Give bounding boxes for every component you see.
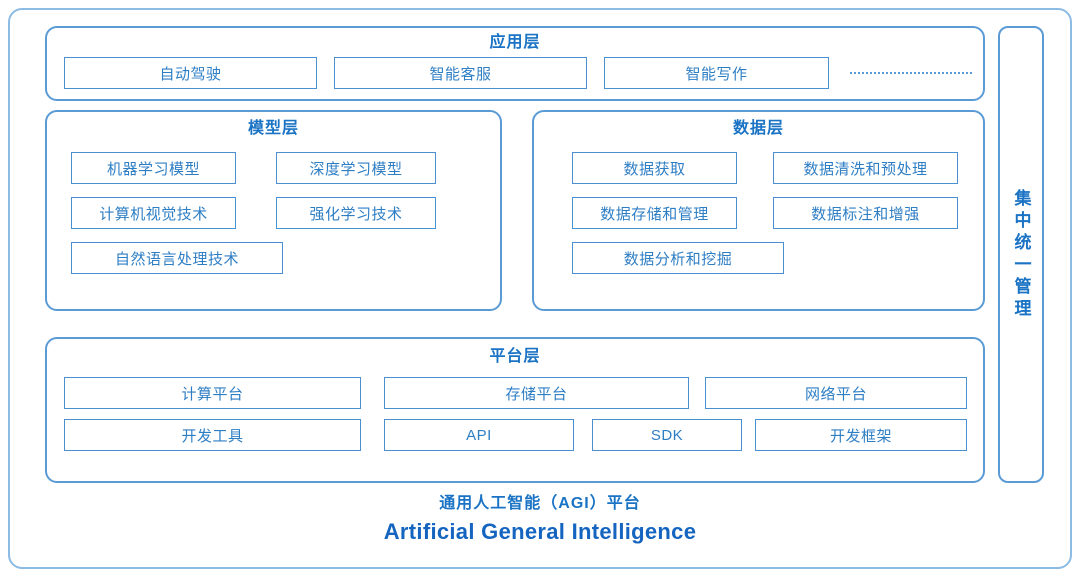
application-layer: 应用层 自动驾驶 智能客服 智能写作 xyxy=(45,26,985,101)
data-item-acquisition[interactable]: 数据获取 xyxy=(572,152,737,184)
application-item-smart-writing[interactable]: 智能写作 xyxy=(604,57,829,89)
model-layer: 模型层 机器学习模型 深度学习模型 计算机视觉技术 强化学习技术 自然语言处理技… xyxy=(45,110,502,311)
model-item-machine-learning-model[interactable]: 机器学习模型 xyxy=(71,152,236,184)
platform-item-network-platform[interactable]: 网络平台 xyxy=(705,377,967,409)
platform-item-api[interactable]: API xyxy=(384,419,574,451)
model-item-deep-learning-model[interactable]: 深度学习模型 xyxy=(276,152,436,184)
model-item-computer-vision[interactable]: 计算机视觉技术 xyxy=(71,197,236,229)
data-item-storage-management[interactable]: 数据存储和管理 xyxy=(572,197,737,229)
data-layer-title: 数据层 xyxy=(732,120,784,137)
dotted-ellipsis-icon xyxy=(850,72,972,74)
platform-item-sdk[interactable]: SDK xyxy=(592,419,742,451)
platform-layer: 平台层 计算平台 存储平台 网络平台 开发工具 API SDK 开发框架 xyxy=(45,337,985,483)
application-item-autonomous-driving[interactable]: 自动驾驶 xyxy=(64,57,317,89)
data-item-annotation-augmentation[interactable]: 数据标注和增强 xyxy=(773,197,958,229)
platform-item-storage-platform[interactable]: 存储平台 xyxy=(384,377,689,409)
platform-item-dev-framework[interactable]: 开发框架 xyxy=(755,419,967,451)
centralized-management-label: 集中统一管理 xyxy=(1011,188,1031,321)
model-item-reinforcement-learning[interactable]: 强化学习技术 xyxy=(276,197,436,229)
model-item-nlp[interactable]: 自然语言处理技术 xyxy=(71,242,283,274)
application-layer-title: 应用层 xyxy=(489,34,541,51)
data-layer: 数据层 数据获取 数据清洗和预处理 数据存储和管理 数据标注和增强 数据分析和挖… xyxy=(532,110,985,311)
application-item-smart-customer-service[interactable]: 智能客服 xyxy=(334,57,587,89)
footer: 通用人工智能（AGI）平台 Artificial General Intelli… xyxy=(0,492,1080,548)
platform-layer-title: 平台层 xyxy=(489,348,541,365)
centralized-management-bar[interactable]: 集中统一管理 xyxy=(998,26,1044,483)
model-layer-title: 模型层 xyxy=(247,120,299,137)
data-item-cleaning-preprocessing[interactable]: 数据清洗和预处理 xyxy=(773,152,958,184)
footer-title-english: Artificial General Intelligence xyxy=(383,519,697,544)
footer-title-chinese: 通用人工智能（AGI）平台 xyxy=(439,495,641,512)
platform-item-compute-platform[interactable]: 计算平台 xyxy=(64,377,361,409)
platform-item-dev-tools[interactable]: 开发工具 xyxy=(64,419,361,451)
data-item-analysis-mining[interactable]: 数据分析和挖掘 xyxy=(572,242,784,274)
